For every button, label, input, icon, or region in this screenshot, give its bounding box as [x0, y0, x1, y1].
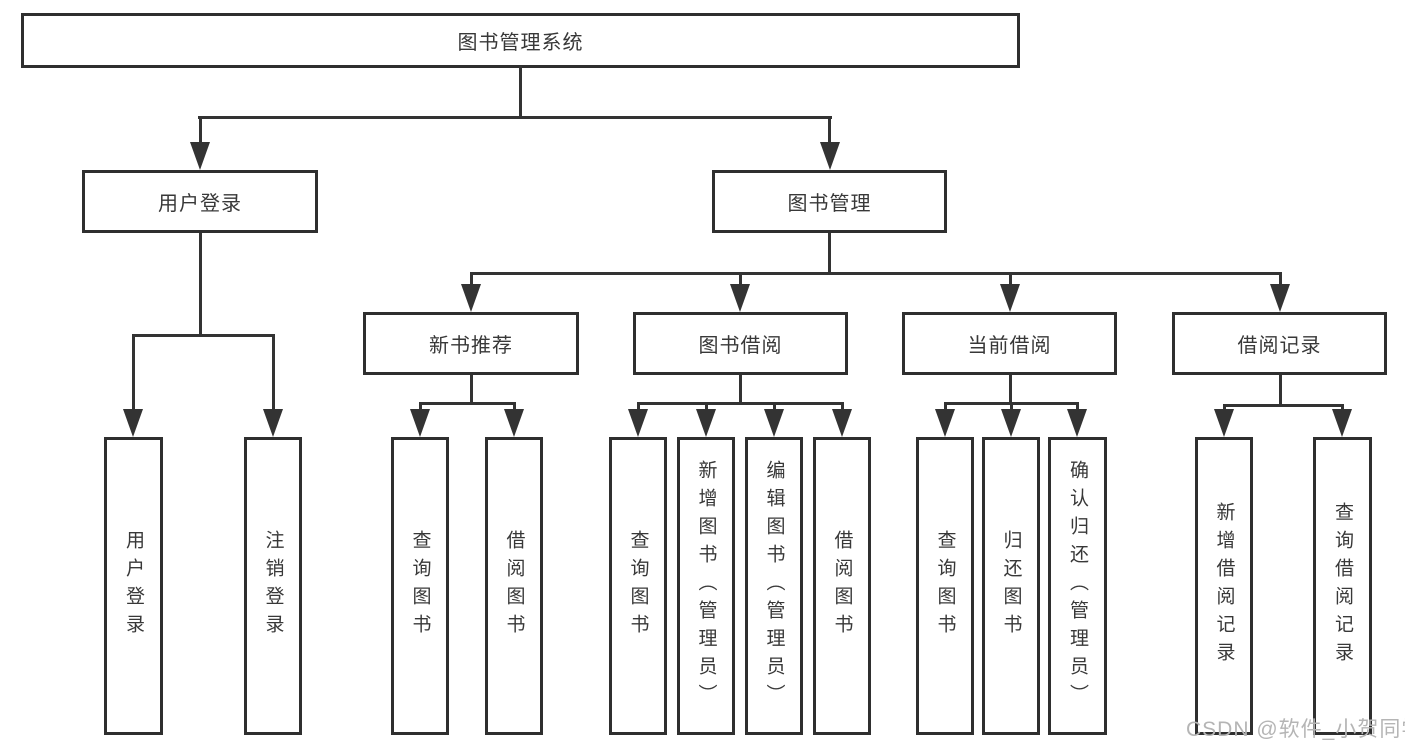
arrowhead-down	[820, 142, 840, 170]
connector-line	[419, 402, 516, 405]
leaf-add-books-admin: 新增图书（管理员）	[677, 437, 735, 735]
arrowhead-down	[1000, 284, 1020, 312]
node-book-borrowing: 图书借阅	[633, 312, 848, 375]
arrowhead-down	[190, 142, 210, 170]
connector-line	[739, 272, 742, 288]
arrowhead-down	[504, 409, 524, 437]
leaf-borrow-books-1: 借阅图书	[485, 437, 543, 735]
arrowhead-down	[1332, 409, 1352, 437]
connector-line	[1279, 375, 1282, 407]
connector-line	[773, 402, 776, 412]
arrowhead-down	[461, 284, 481, 312]
connector-line	[1076, 402, 1079, 412]
connector-line	[132, 334, 275, 337]
arrowhead-down	[628, 409, 648, 437]
connector-line	[470, 272, 1282, 275]
connector-line	[470, 272, 473, 288]
connector-line	[272, 334, 275, 412]
leaf-query-books-2: 查询图书	[609, 437, 667, 735]
leaf-logout: 注销登录	[244, 437, 302, 735]
connector-line	[1279, 272, 1282, 288]
connector-line	[1223, 404, 1226, 412]
arrowhead-down	[1214, 409, 1234, 437]
arrowhead-down	[696, 409, 716, 437]
leaf-add-borrow-record: 新增借阅记录	[1195, 437, 1253, 735]
connector-line	[739, 375, 742, 405]
arrowhead-down	[410, 409, 430, 437]
node-borrowing-records: 借阅记录	[1172, 312, 1387, 375]
leaf-return-books: 归还图书	[982, 437, 1040, 735]
arrowhead-down	[1270, 284, 1290, 312]
connector-line	[1009, 375, 1012, 405]
connector-line	[198, 116, 832, 119]
arrowhead-down	[935, 409, 955, 437]
arrowhead-down	[764, 409, 784, 437]
connector-line	[637, 402, 640, 412]
leaf-borrow-books-2: 借阅图书	[813, 437, 871, 735]
connector-line	[513, 402, 516, 412]
connector-line	[419, 402, 422, 412]
connector-line	[828, 233, 831, 275]
arrowhead-down	[832, 409, 852, 437]
node-new-book-recommendation: 新书推荐	[363, 312, 579, 375]
connector-line	[637, 402, 844, 405]
csdn-watermark: CSDN @软件_小贺同学	[1186, 718, 1405, 741]
connector-line	[1341, 404, 1344, 412]
node-user-login: 用户登录	[82, 170, 318, 233]
leaf-query-books-3: 查询图书	[916, 437, 974, 735]
connector-line	[828, 116, 831, 146]
leaf-query-borrow-record: 查询借阅记录	[1313, 437, 1372, 735]
arrowhead-down	[123, 409, 143, 437]
connector-line	[199, 233, 202, 337]
connector-line	[199, 116, 202, 146]
arrowhead-down	[1001, 409, 1021, 437]
arrowhead-down	[263, 409, 283, 437]
node-current-borrowing: 当前借阅	[902, 312, 1117, 375]
connector-line	[841, 402, 844, 412]
leaf-query-books-1: 查询图书	[391, 437, 449, 735]
node-library-management-system: 图书管理系统	[21, 13, 1020, 68]
leaf-confirm-return-admin: 确认归还（管理员）	[1048, 437, 1107, 735]
node-book-management: 图书管理	[712, 170, 947, 233]
leaf-edit-books-admin: 编辑图书（管理员）	[745, 437, 803, 735]
connector-line	[519, 66, 522, 118]
connector-line	[1223, 404, 1344, 407]
connector-line	[1010, 402, 1013, 412]
arrowhead-down	[730, 284, 750, 312]
connector-line	[944, 402, 947, 412]
leaf-user-login: 用户登录	[104, 437, 163, 735]
connector-line	[1009, 272, 1012, 288]
connector-line	[705, 402, 708, 412]
connector-line	[132, 334, 135, 412]
arrowhead-down	[1067, 409, 1087, 437]
connector-line	[470, 375, 473, 405]
